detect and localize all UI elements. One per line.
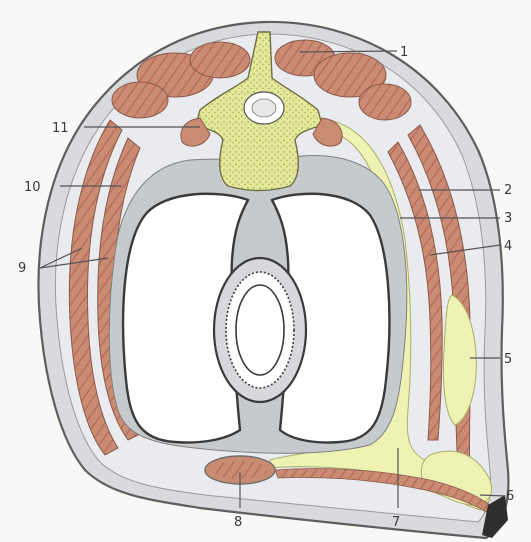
label-6: 6 [506, 489, 514, 504]
label-2: 2 [504, 183, 512, 198]
label-9: 9 [18, 261, 26, 276]
mediastinal-septum [252, 196, 268, 260]
central-organ-lumen [236, 285, 284, 375]
label-10: 10 [24, 180, 41, 195]
label-8: 8 [234, 515, 242, 530]
label-1: 1 [400, 45, 408, 60]
label-4: 4 [504, 239, 512, 254]
label-11: 11 [52, 121, 69, 136]
label-5: 5 [504, 352, 512, 367]
spinal-cord [252, 99, 276, 117]
label-3: 3 [504, 211, 512, 226]
label-7: 7 [392, 515, 400, 530]
